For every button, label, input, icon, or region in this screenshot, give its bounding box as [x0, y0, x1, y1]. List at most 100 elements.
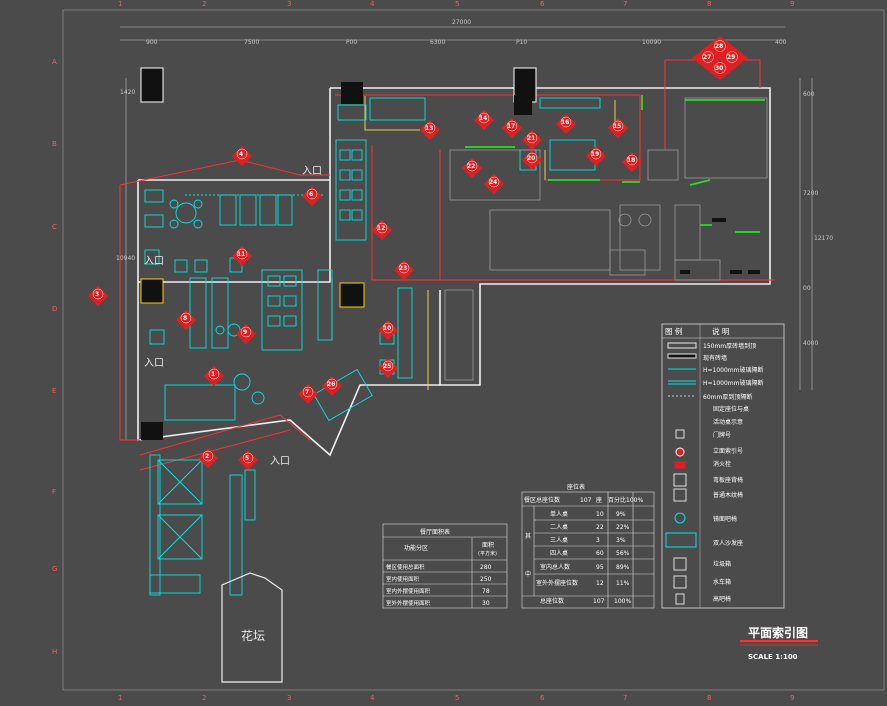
seat-table — [521, 491, 655, 609]
row-label: E — [52, 387, 56, 395]
seat-table-title: 座位表 — [567, 483, 585, 491]
dim-top: 6300 — [430, 39, 445, 46]
legend-item: 活动桌示意 — [713, 418, 743, 426]
svg-text:13: 13 — [425, 125, 433, 132]
seating-layout — [144, 97, 601, 596]
svg-text:30: 30 — [482, 600, 490, 607]
svg-text:四人桌: 四人桌 — [550, 549, 568, 557]
marker-12: 12 — [372, 220, 392, 240]
legend-item: 固定座位与桌 — [713, 405, 749, 413]
dim-top: 400 — [775, 39, 787, 46]
marker-1: 1 — [204, 366, 224, 386]
dim-right: 600 — [803, 91, 815, 98]
svg-text:60: 60 — [596, 550, 604, 557]
svg-text:11%: 11% — [616, 580, 630, 587]
dim-right: 12170 — [814, 235, 833, 242]
legend-header-right: 说 明 — [712, 326, 729, 336]
col-label: 3 — [287, 0, 291, 8]
col-label: 5 — [455, 0, 459, 8]
row-label: D — [52, 305, 57, 313]
col-label: 9 — [790, 694, 794, 702]
svg-text:室外外摆座位数: 室外外摆座位数 — [536, 579, 578, 587]
svg-text:21: 21 — [527, 135, 535, 142]
glass-partitions — [465, 95, 765, 233]
col-label: 1 — [118, 0, 122, 8]
dim-top: 900 — [146, 39, 158, 46]
svg-text:10: 10 — [596, 511, 604, 518]
kitchen-equipment — [680, 218, 760, 274]
svg-text:8: 8 — [183, 315, 187, 322]
seat-table-header: 座 — [596, 496, 602, 504]
legend-box: 图 例 说 明 150mm厚砖墙到顶 现有砖墙 H=1000mm玻璃隔断 H=1… — [661, 323, 785, 609]
flower-bed — [221, 572, 283, 683]
seat-table-group: 其 — [525, 532, 531, 540]
marker-24: 24 — [484, 174, 504, 194]
svg-text:89%: 89% — [616, 564, 630, 571]
svg-text:2: 2 — [205, 453, 209, 460]
svg-text:100%: 100% — [614, 598, 631, 605]
red-boundaries — [119, 59, 775, 471]
svg-text:4: 4 — [239, 151, 243, 158]
legend-item: 普通木纹椅 — [713, 491, 743, 499]
dim-top: P00 — [346, 39, 357, 46]
legend-item: 立面索引号 — [713, 447, 743, 455]
kitchen-fixtures — [444, 97, 768, 381]
svg-text:15: 15 — [613, 123, 621, 130]
entrance-label-left: 入口 — [144, 358, 164, 369]
svg-text:1: 1 — [211, 371, 215, 378]
marker-22: 22 — [462, 158, 482, 178]
col-label: 8 — [707, 694, 711, 702]
row-label: A — [52, 58, 57, 66]
seat-table-group: 中 — [525, 570, 531, 578]
svg-text:12: 12 — [596, 580, 604, 587]
svg-text:16: 16 — [561, 119, 569, 126]
legend-header-left: 图 例 — [665, 326, 682, 336]
seat-table-header: 107 — [580, 497, 592, 504]
dim-right: 00 — [803, 285, 811, 292]
legend-item: H=1000mm玻璃隔断 — [703, 379, 764, 387]
structural-columns — [140, 67, 537, 440]
svg-text:28: 28 — [715, 43, 723, 50]
marker-13: 13 — [420, 120, 440, 140]
marker-2: 2 — [198, 448, 218, 468]
svg-text:餐区使用总面积: 餐区使用总面积 — [386, 563, 425, 571]
svg-text:24: 24 — [489, 179, 497, 186]
row-label: B — [52, 140, 57, 148]
svg-text:20: 20 — [527, 155, 535, 162]
area-table-col: 功能分区 — [404, 544, 428, 552]
drawing-frame — [62, 9, 885, 691]
flower-bed-label: 花坛 — [241, 628, 265, 643]
svg-text:25: 25 — [383, 363, 391, 370]
entrance-label-left: 入口 — [144, 256, 164, 267]
svg-text:5: 5 — [245, 455, 249, 462]
col-label: 9 — [790, 0, 794, 8]
col-label: 6 — [540, 694, 545, 702]
svg-text:22%: 22% — [616, 524, 630, 531]
svg-text:3: 3 — [95, 291, 99, 298]
dim-top: P10 — [516, 39, 527, 46]
col-label: 8 — [707, 0, 711, 8]
svg-text:室内总人数: 室内总人数 — [540, 563, 570, 571]
marker-11: 11 — [232, 246, 252, 266]
marker-3: 3 — [88, 286, 108, 306]
svg-text:22: 22 — [596, 524, 604, 531]
svg-text:56%: 56% — [616, 550, 630, 557]
svg-text:280: 280 — [480, 564, 492, 571]
marker-15: 15 — [608, 118, 628, 138]
area-table — [382, 523, 508, 609]
dim-left-top: 1420 — [120, 89, 135, 96]
legend-item: 门牌号 — [713, 431, 731, 439]
row-label: F — [52, 488, 56, 496]
svg-text:78: 78 — [482, 588, 490, 595]
legend-item: 弯板座背椅 — [713, 476, 743, 484]
svg-text:29: 29 — [727, 54, 735, 61]
svg-text:7: 7 — [305, 389, 309, 396]
col-label: 6 — [540, 0, 545, 8]
legend-item: 高吧椅 — [713, 595, 731, 603]
svg-text:3: 3 — [596, 537, 600, 544]
svg-text:二人桌: 二人桌 — [550, 523, 568, 531]
marker-6: 6 — [302, 186, 322, 206]
legend-item: 现有砖墙 — [703, 354, 727, 362]
